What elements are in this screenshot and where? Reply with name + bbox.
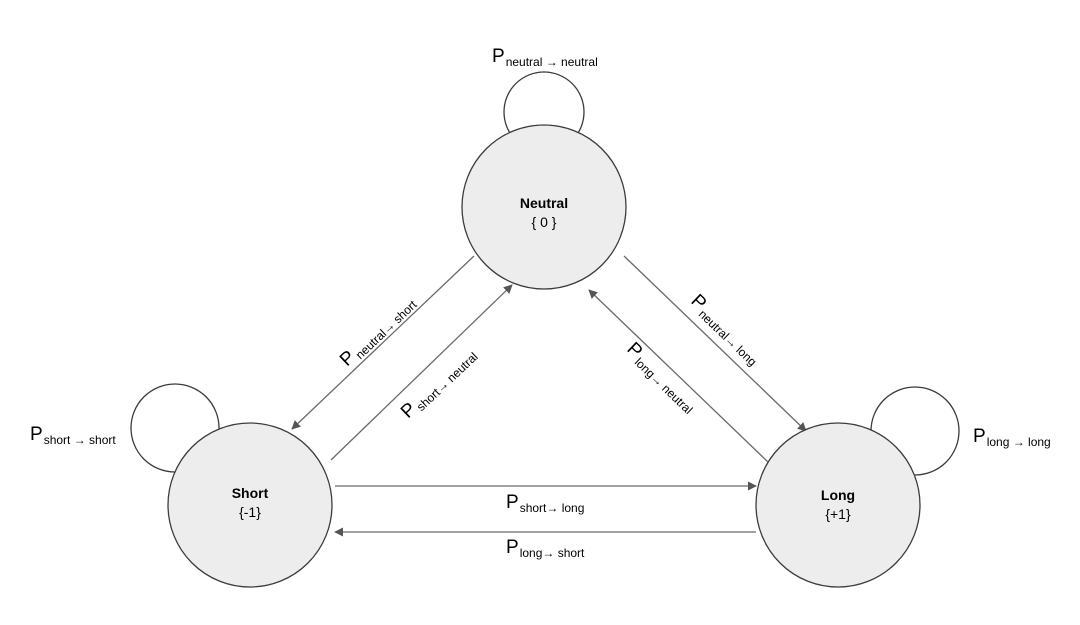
- label-long-to-short-subscript: long→ short: [520, 546, 585, 560]
- label-short-to-neutral-subscript: short→ neutral: [414, 350, 481, 414]
- label-neutral-to-neutral-subscript: neutral → neutral: [506, 55, 598, 69]
- node-long-circle: [755, 422, 921, 588]
- node-neutral-circle: [461, 124, 627, 290]
- label-short-to-short: Pshort → short: [30, 424, 116, 447]
- node-short-name: Short: [232, 485, 269, 501]
- label-long-to-long-subscript: long → long: [987, 435, 1051, 449]
- edge-short-to-neutral: [330, 284, 513, 461]
- node-neutral-name: Neutral: [520, 195, 568, 211]
- edge-long-to-neutral: [588, 289, 769, 463]
- edge-neutral-to-short: [291, 255, 475, 430]
- label-neutral-to-short-subscript: neutral→ short: [353, 297, 420, 362]
- node-long-value: {+1}: [825, 506, 851, 522]
- label-short-to-long-symbol: P: [506, 492, 519, 513]
- node-short-value: {-1}: [239, 504, 261, 520]
- edge-neutral-to-long: [623, 255, 807, 432]
- label-neutral-to-long-subscript: neutral→ long: [696, 307, 760, 369]
- label-long-to-neutral-subscript: long→ neutral: [632, 355, 696, 417]
- node-long-name: Long: [821, 487, 855, 503]
- label-long-to-short: Plong→ short: [506, 537, 585, 560]
- label-neutral-to-neutral-symbol: P: [492, 46, 505, 67]
- label-short-to-long: Pshort→ long: [506, 492, 584, 515]
- label-long-to-long: Plong → long: [973, 426, 1051, 449]
- node-short-circle: [167, 422, 333, 588]
- label-short-to-long-subscript: short→ long: [520, 501, 585, 515]
- label-neutral-to-neutral: Pneutral → neutral: [492, 46, 598, 69]
- node-short: Short {-1}: [167, 422, 333, 588]
- node-long: Long {+1}: [755, 422, 921, 588]
- node-neutral-value: { 0 }: [532, 214, 557, 230]
- label-short-to-short-symbol: P: [30, 424, 43, 445]
- label-long-to-short-symbol: P: [506, 537, 519, 558]
- node-neutral: Neutral { 0 }: [461, 124, 627, 290]
- label-short-to-short-subscript: short → short: [44, 433, 117, 447]
- label-long-to-long-symbol: P: [973, 426, 986, 447]
- label-neutral-to-short: Pneutral→ short: [336, 291, 420, 372]
- label-neutral-to-long: Pneutral→ long: [685, 290, 765, 368]
- label-long-to-neutral: Plong→ neutral: [621, 338, 701, 416]
